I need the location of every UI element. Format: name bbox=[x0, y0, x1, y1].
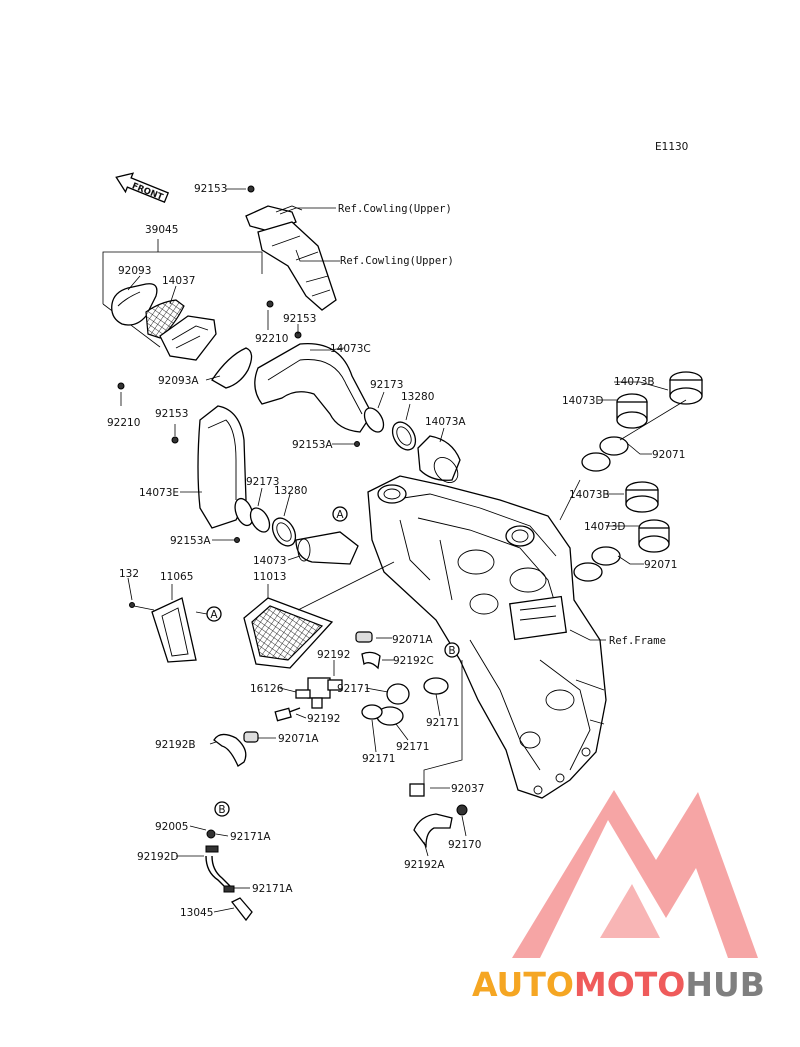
label-92173-a: 92173 bbox=[370, 379, 403, 391]
label-92171-c: 92171 bbox=[396, 741, 429, 753]
label-92210-b: 92210 bbox=[107, 417, 140, 429]
label-92171-b: 92171 bbox=[426, 717, 459, 729]
cap-13045 bbox=[231, 897, 253, 922]
label-92153-top: 92153 bbox=[194, 183, 227, 195]
cover-92093 bbox=[111, 283, 158, 326]
label-92093: 92093 bbox=[118, 265, 151, 277]
label-92171-d: 92171 bbox=[362, 753, 395, 765]
callout-A: A bbox=[332, 506, 348, 522]
clamp-92171 bbox=[361, 677, 449, 726]
hose-92192B bbox=[213, 733, 247, 767]
screw-icon bbox=[117, 185, 360, 608]
label-92153-c: 92153 bbox=[155, 408, 188, 420]
front-arrow-icon: FRONT bbox=[115, 172, 170, 203]
clip-92170 bbox=[456, 804, 468, 816]
label-14073E: 14073E bbox=[139, 487, 179, 499]
label-13280-b: 13280 bbox=[274, 485, 307, 497]
label-14037: 14037 bbox=[162, 275, 195, 287]
cover-92093A bbox=[211, 347, 253, 389]
label-92173-b: 92173 bbox=[246, 476, 279, 488]
throttle-boots bbox=[573, 371, 703, 582]
label-92192D: 92192D bbox=[137, 851, 179, 863]
label-92192: 92192 bbox=[317, 649, 350, 661]
label-92171A-a: 92171A bbox=[230, 831, 271, 843]
label-14073C: 14073C bbox=[330, 343, 371, 355]
diagram-code: E1130 bbox=[655, 141, 688, 153]
callout-A-2: A bbox=[206, 606, 222, 622]
label-92153-b: 92153 bbox=[283, 313, 316, 325]
svg-text:A: A bbox=[210, 609, 218, 621]
label-14073B-mid: 14073B bbox=[569, 489, 610, 501]
label-92192B: 92192B bbox=[155, 739, 196, 751]
label-11065: 11065 bbox=[160, 571, 193, 583]
label-14073D-top: 14073D bbox=[562, 395, 604, 407]
label-92210-a: 92210 bbox=[255, 333, 288, 345]
svg-text:B: B bbox=[218, 804, 225, 816]
hose-92192D bbox=[205, 855, 227, 889]
gasket-13280 bbox=[391, 421, 417, 451]
ref-frame: Ref.Frame bbox=[609, 635, 666, 647]
label-92071-b: 92071 bbox=[644, 559, 677, 571]
duct-14073C bbox=[254, 342, 373, 433]
callout-B-2: B bbox=[214, 801, 230, 817]
label-92171-a: 92171 bbox=[337, 683, 370, 695]
label-92005: 92005 bbox=[155, 821, 188, 833]
fitting-92037 bbox=[409, 783, 425, 797]
svg-text:B: B bbox=[448, 645, 455, 657]
air-filter-11013 bbox=[243, 597, 334, 669]
label-13280-a: 13280 bbox=[401, 391, 434, 403]
label-14073D-mid: 14073D bbox=[584, 521, 626, 533]
label-92093A: 92093A bbox=[158, 375, 199, 387]
label-14073B-top: 14073B bbox=[614, 376, 655, 388]
label-132: 132 bbox=[119, 568, 139, 580]
label-14073: 14073 bbox=[253, 555, 286, 567]
fitting-92005 bbox=[206, 829, 216, 839]
ref-cowling-upper-1: Ref.Cowling(Upper) bbox=[338, 203, 452, 215]
clamp-92173 bbox=[363, 407, 385, 433]
label-92192A: 92192A bbox=[404, 859, 445, 871]
label-92037: 92037 bbox=[451, 783, 484, 795]
watermark-triangle-icon bbox=[512, 790, 758, 958]
label-92153A-b: 92153A bbox=[170, 535, 211, 547]
label-92192C: 92192C bbox=[393, 655, 434, 667]
label-92071A-b: 92071A bbox=[278, 733, 319, 745]
cap-92071A bbox=[243, 731, 259, 743]
hose-92192C bbox=[361, 651, 381, 670]
label-13045: 13045 bbox=[180, 907, 213, 919]
hose-92192A bbox=[413, 813, 453, 848]
label-14073A: 14073A bbox=[425, 416, 466, 428]
label-16126: 16126 bbox=[250, 683, 284, 695]
watermark-text-hub: HUB bbox=[685, 965, 765, 1004]
intake-housing bbox=[159, 315, 217, 361]
cowling-bracket bbox=[245, 205, 337, 311]
label-92170: 92170 bbox=[448, 839, 481, 851]
label-92071-a: 92071 bbox=[652, 449, 685, 461]
plate-11065 bbox=[151, 597, 197, 663]
svg-text:AUTOMOTOHUB: AUTOMOTOHUB bbox=[472, 965, 765, 1004]
svg-text:A: A bbox=[336, 509, 344, 521]
boot-14073 bbox=[295, 531, 359, 565]
cap-92071A-2 bbox=[355, 631, 373, 643]
watermark-text-auto: AUTO bbox=[472, 965, 574, 1004]
label-92153A-a: 92153A bbox=[292, 439, 333, 451]
label-92171A-b: 92171A bbox=[252, 883, 293, 895]
watermark-logo: AUTOMOTOHUB bbox=[472, 790, 765, 1004]
watermark-text-moto: MOTO bbox=[574, 965, 685, 1004]
frame-airbox bbox=[367, 475, 607, 799]
bracket-39045 bbox=[102, 251, 263, 304]
leader-lines bbox=[120, 188, 669, 913]
callout-B: B bbox=[444, 642, 460, 658]
label-92192-b: 92192 bbox=[307, 713, 340, 725]
label-39045: 39045 bbox=[145, 224, 178, 236]
label-11013: 11013 bbox=[253, 571, 286, 583]
valve-16126 bbox=[295, 677, 343, 709]
label-92071A-a: 92071A bbox=[392, 634, 433, 646]
ref-cowling-upper-2: Ref.Cowling(Upper) bbox=[340, 255, 454, 267]
